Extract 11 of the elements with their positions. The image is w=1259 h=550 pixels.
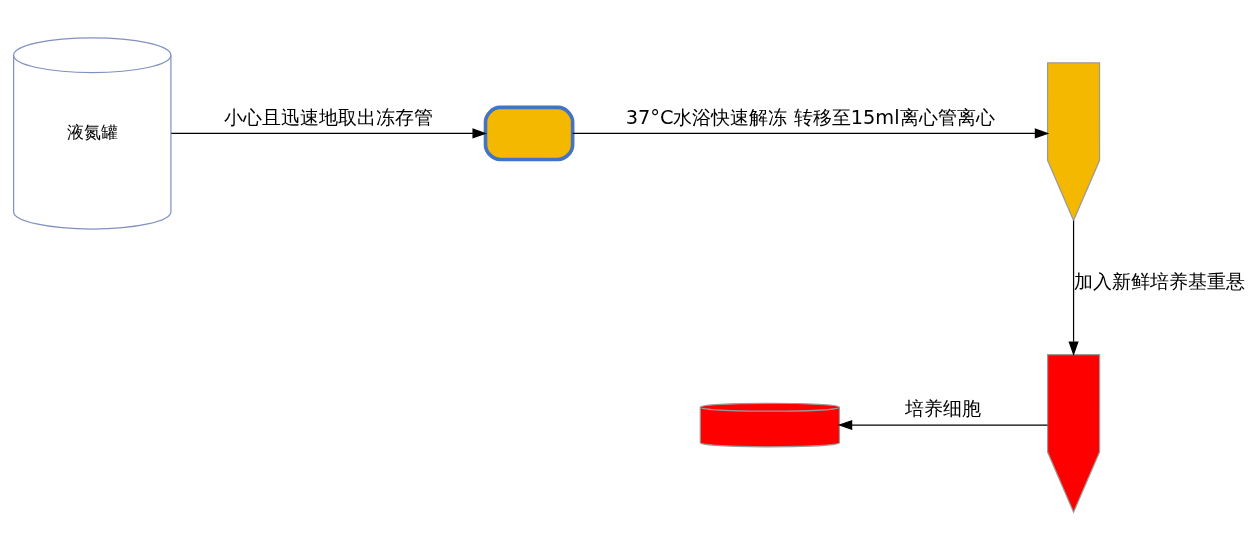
node-vial <box>483 105 575 162</box>
edge-label: 培养细胞 <box>905 397 982 421</box>
arrow <box>572 128 1050 139</box>
node-tube <box>1046 353 1101 514</box>
arrow <box>837 419 1049 431</box>
edge-label: 加入新鲜培养基重悬 <box>1073 270 1245 294</box>
arrow <box>170 128 487 139</box>
arrow <box>1068 220 1079 357</box>
edge-label: 小心且迅速地取出冻存管 <box>223 105 433 129</box>
node-tube <box>1046 62 1101 223</box>
edge-label: 37°C水浴快速解冻 转移至15ml离心管离心 <box>625 105 995 129</box>
